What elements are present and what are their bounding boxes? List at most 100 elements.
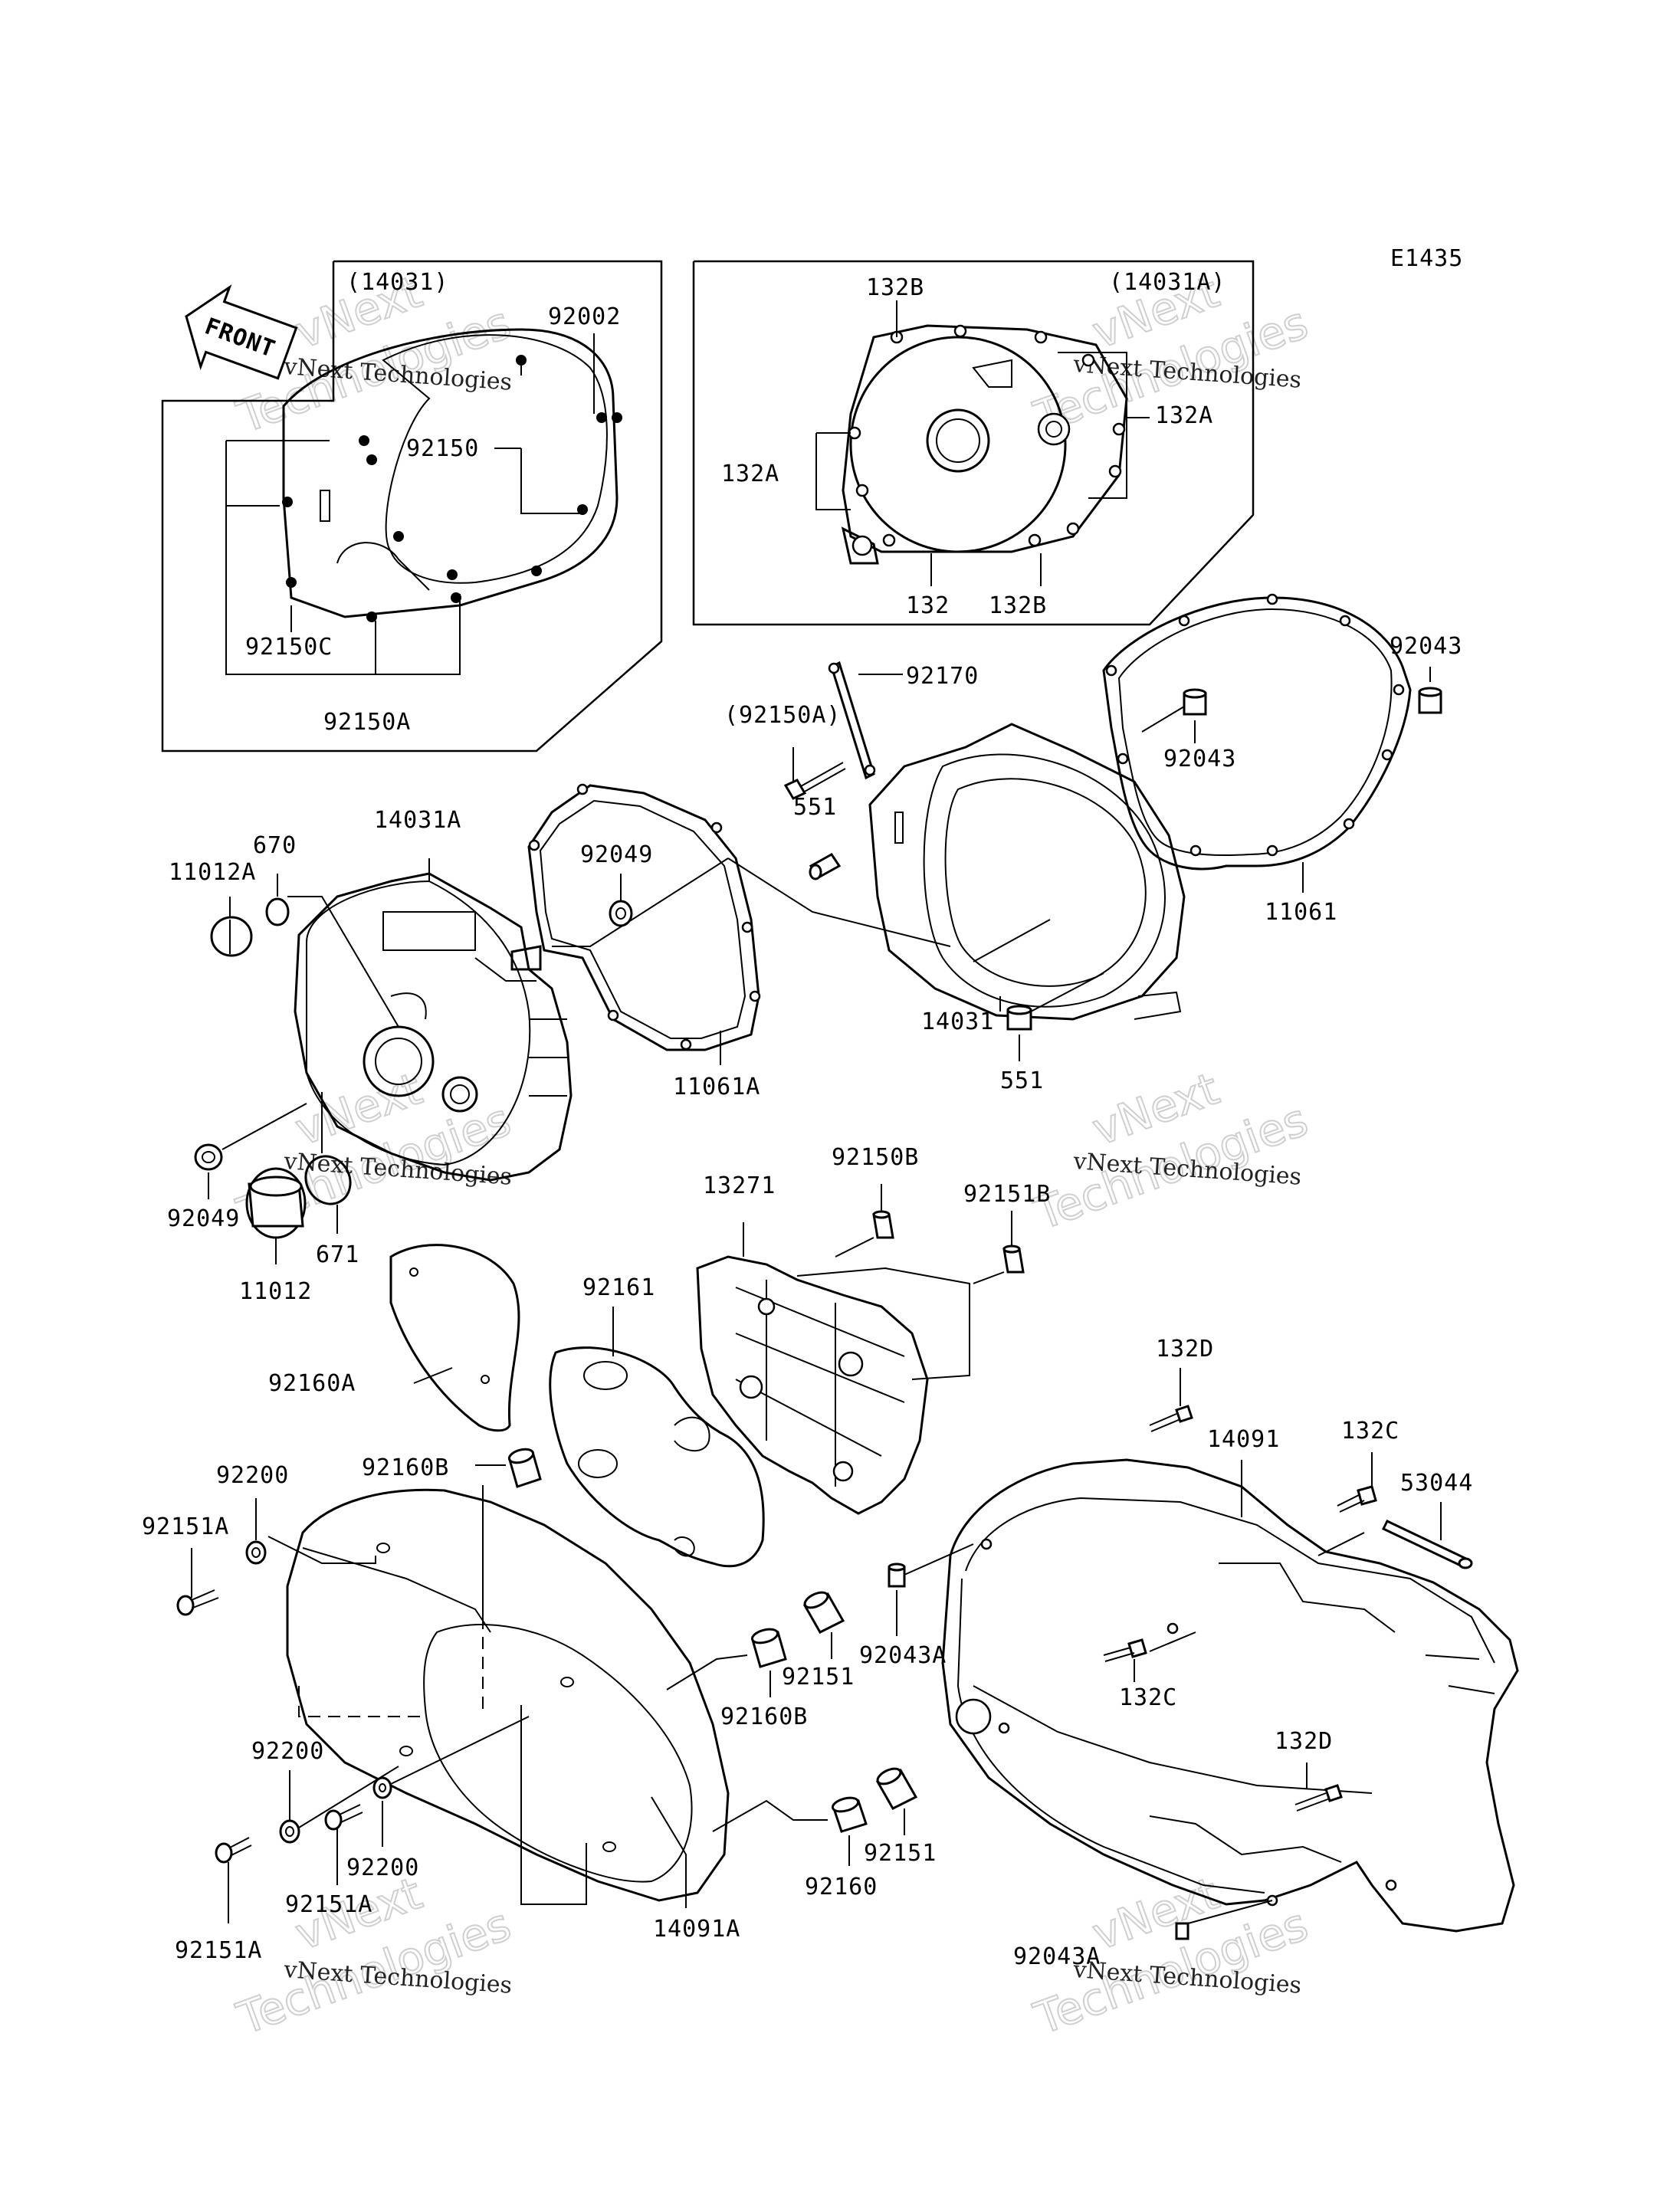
part-14091A-outer-cover: 14091A (267, 1488, 740, 1943)
part-14091-outer-cover: 14091 (941, 1426, 1519, 1933)
part-551-dowel-b: 551 (1000, 972, 1104, 1094)
label-53044: 53044 (1400, 1470, 1473, 1497)
label-92160B-a: 92160B (362, 1454, 449, 1481)
part-132C-bolt-a: 132C (1337, 1418, 1399, 1513)
label-92049-a: 92049 (580, 841, 653, 868)
part-92151-spacer-a: 92151 (782, 1591, 855, 1690)
bolt-holes (528, 783, 761, 1051)
part-92049-seal-b: 92049 (167, 1103, 307, 1232)
label-670: 670 (253, 832, 297, 859)
part-92151B-bolt: 92151B (963, 1181, 1051, 1284)
label-92160B-b: 92160B (720, 1703, 808, 1730)
inset-left-14031: (14031) 92002 92150 92150C 92150A (161, 260, 663, 753)
bolt-holes (282, 355, 622, 622)
part-670-o-ring: 670 (253, 832, 399, 1028)
label-132C-a: 132C (1341, 1418, 1399, 1444)
part-92160B-mount-b: 92160B (666, 1628, 808, 1730)
label-132C-b: 132C (1119, 1684, 1177, 1711)
label-11012: 11012 (239, 1278, 312, 1305)
diagram-code: E1435 (1390, 245, 1463, 272)
watermark-mid-right: vNext Technologies vNext Technologies (1027, 1061, 1315, 1241)
label-14091: 14091 (1207, 1426, 1280, 1453)
part-92150B-bolt: 92150B (832, 1144, 919, 1258)
label-92150C: 92150C (245, 634, 333, 661)
part-92160A-damper: 92160A (268, 1244, 520, 1432)
part-92200-washer-c: 92200 (346, 1716, 530, 1881)
label-92161: 92161 (582, 1274, 655, 1301)
part-92043A-dowel-b: 92043A (1013, 1900, 1273, 1970)
part-92043A-dowel-a: 92043A (859, 1543, 974, 1669)
label-551-a: 551 (793, 794, 837, 821)
part-92150A-bolt: (92150A) (724, 702, 846, 800)
part-11012A-plug: 11012A (169, 859, 256, 957)
label-92151A-a: 92151A (142, 1513, 229, 1540)
label-92200-b: 92200 (251, 1738, 324, 1765)
label-14031A-paren: (14031A) (1109, 269, 1226, 296)
part-92200-washer-b: 92200 (251, 1738, 399, 1844)
label-92150B: 92150B (832, 1144, 919, 1171)
label-132D-b: 132D (1275, 1728, 1333, 1755)
part-92160B-mount-a: 92160B (362, 1448, 542, 1617)
part-92043-dowel-b: 92043 (1141, 688, 1236, 772)
label-92049-b: 92049 (167, 1205, 240, 1232)
label-92151A-c: 92151A (175, 1937, 262, 1964)
part-14031A-cover: 14031A (294, 807, 573, 1182)
bolt-holes (1105, 593, 1405, 857)
part-92160-mount: 92160 (712, 1796, 877, 1900)
part-11061A-gasket: 11061A (510, 783, 761, 1100)
label-92150A-paren: (92150A) (724, 702, 842, 729)
label-14031: 14031 (921, 1008, 994, 1035)
part-551-dowel-a: 551 (793, 794, 842, 880)
bolt-holes (848, 324, 1126, 547)
label-11061: 11061 (1265, 899, 1337, 926)
part-92151A-bolt-c: 92151A (175, 1837, 262, 1964)
label-13271: 13271 (703, 1172, 776, 1199)
label-92043A-b: 92043A (1013, 1943, 1101, 1970)
part-92151-spacer-b: 92151 (864, 1767, 937, 1867)
label-92002: 92002 (548, 303, 621, 330)
label-92151-b: 92151 (864, 1840, 937, 1867)
cover-gasket-outline (282, 328, 619, 618)
label-132B-b: 132B (989, 592, 1047, 619)
part-92151A-bolt-a: 92151A (142, 1513, 229, 1616)
part-92170-bracket: 92170 (828, 661, 978, 780)
label-92043A-a: 92043A (859, 1642, 947, 1669)
label-92200-c: 92200 (346, 1854, 419, 1881)
label-92151B: 92151B (963, 1181, 1051, 1208)
part-92049-seal-a: 92049 (580, 841, 653, 927)
label-92200-a: 92200 (216, 1462, 289, 1489)
label-132D-a: 132D (1156, 1336, 1214, 1362)
part-13271-plate: 13271 (696, 1172, 970, 1515)
part-671-o-ring: 671 (304, 1092, 359, 1268)
label-132: 132 (906, 592, 950, 619)
part-132D-bolt-a: 132D (1149, 1336, 1214, 1432)
label-132A-right: 132A (1155, 402, 1213, 429)
label-92150: 92150 (406, 435, 479, 462)
label-92043-b: 92043 (1163, 746, 1236, 772)
part-132D-bolt-b: 132D (1275, 1728, 1343, 1812)
label-92151-a: 92151 (782, 1664, 855, 1690)
label-11061A: 11061A (673, 1074, 760, 1100)
cover-14031A-outline (842, 324, 1128, 553)
bolt-holes (980, 1538, 1397, 1907)
part-53044-strip: 53044 (1381, 1470, 1473, 1569)
label-671: 671 (316, 1241, 359, 1268)
part-92200-washer-a: 92200 (216, 1462, 289, 1565)
label-14091A: 14091A (653, 1916, 740, 1943)
part-132C-bolt-b: 132C (1103, 1631, 1196, 1711)
label-92151A-b: 92151A (285, 1891, 372, 1918)
label-132A-left: 132A (721, 461, 779, 487)
label-92150A-inset: 92150A (323, 709, 411, 736)
part-11012-plug: 11012 (239, 1167, 312, 1305)
part-92043-dowel-a: 92043 (1390, 633, 1462, 714)
label-11012A: 11012A (169, 859, 256, 886)
part-11061-gasket: 11061 (1102, 593, 1412, 926)
inset-right-14031A: 132B (14031A) 132A 132A 132 132B (692, 260, 1255, 626)
label-14031-paren: (14031) (346, 269, 448, 296)
label-92160A: 92160A (268, 1370, 356, 1397)
label-14031A: 14031A (374, 807, 461, 834)
part-14031-clutch-cover: 14031 (727, 723, 1186, 1035)
part-92151A-bolt-b: 92151A (285, 1804, 372, 1918)
watermark-bottom-left: vNext Technologies vNext Technologies (230, 1866, 518, 2045)
